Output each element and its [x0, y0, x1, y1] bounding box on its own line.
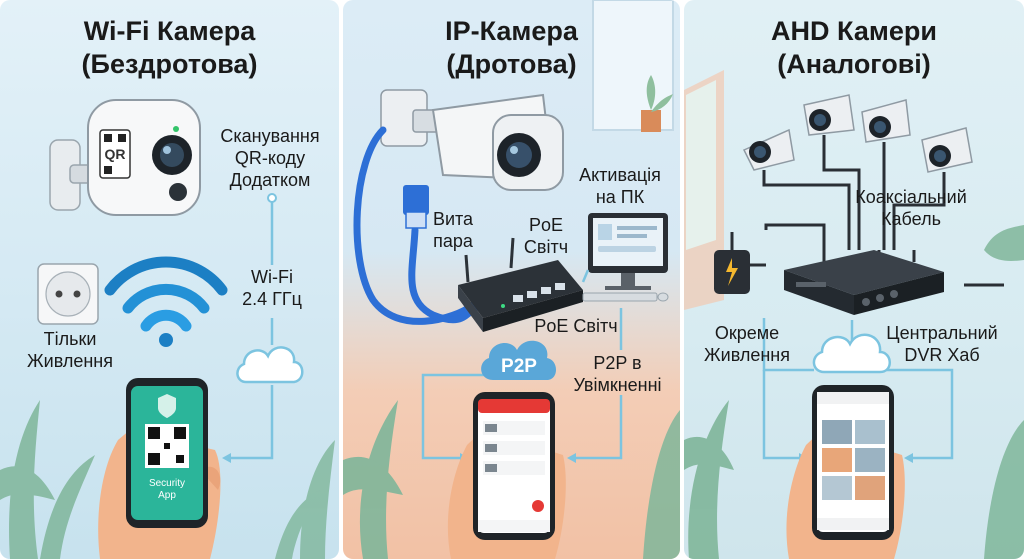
panel-ahd-cameras: AHD Камери (Аналогові) Коаксіальний Кабе…	[684, 0, 1024, 559]
ahd-camera-icon	[803, 94, 855, 136]
plant-left-icon	[684, 400, 734, 559]
label-poe-switch-top: PoE Світч	[523, 215, 569, 257]
label-twisted-pair: Вита пара	[432, 209, 474, 251]
label-poe-switch-bottom: PoE Світч	[534, 316, 618, 336]
panel-ip-camera: IP-Камера (Дротова) Вита пара PoE Світч …	[343, 0, 680, 559]
wifi-camera-icon	[87, 99, 201, 216]
panel-wifi-camera: Wi-Fi Камера (Бездротова) QR Сканування …	[0, 0, 339, 559]
ip-camera-icon	[431, 93, 564, 191]
pc-monitor-icon	[582, 213, 669, 302]
ahd-camera-icon	[861, 99, 911, 143]
p2p-bubble-label: P2P	[501, 356, 537, 377]
panel-title-line1: AHD Камери	[771, 16, 937, 46]
smartphone-icon	[126, 378, 208, 528]
cloud-icon	[236, 346, 304, 384]
plant-icon	[343, 400, 403, 559]
panel-title-line2: (Бездротова)	[81, 49, 258, 79]
panel-title-line2: (Аналогові)	[777, 49, 931, 79]
ahd-camera-icon	[921, 127, 973, 173]
dvr-box-icon	[784, 250, 944, 315]
smartphone-icon	[473, 392, 555, 540]
smartphone-icon	[812, 385, 894, 540]
qr-label: QR	[104, 146, 126, 162]
plant-right-icon	[984, 225, 1024, 559]
power-socket-icon	[37, 263, 99, 325]
rj45-connector-icon	[403, 185, 429, 229]
ahd-cameras-illustration	[684, 70, 1024, 559]
poe-switch-icon	[458, 237, 583, 332]
wifi-signal-icon	[104, 256, 228, 347]
plant-left-icon	[0, 400, 95, 559]
panel-title-line1: IP-Камера	[445, 16, 578, 46]
wifi-camera-illustration	[0, 99, 335, 559]
label-p2p-enabled: P2P в Увімкненні	[573, 353, 662, 395]
p2p-cloud-icon	[481, 340, 556, 380]
plant-right-icon	[275, 440, 335, 559]
label-separate-power: Окреме Живлення	[704, 323, 790, 365]
ip-camera-illustration	[343, 0, 680, 559]
label-scan-qr: Сканування QR-коду Додатком	[220, 126, 320, 190]
camera-mount-icon	[380, 89, 442, 147]
ahd-camera-icon	[742, 128, 795, 171]
label-central-dvr: Центральний DVR Хаб	[886, 323, 998, 365]
label-wifi-band: Wi-Fi 2.4 ГГц	[242, 267, 302, 309]
panel-title-line2: (Дротова)	[446, 49, 577, 79]
cloud-icon	[812, 333, 891, 374]
label-pc-activation: Активація на ПК	[579, 165, 661, 207]
label-coax-cable: Коаксіальний Кабель	[855, 187, 967, 229]
label-power-only: Тільки Живлення	[27, 329, 113, 371]
window-plant-icon	[641, 75, 673, 132]
power-adapter-icon	[714, 232, 766, 294]
phone-app-name: Security App	[148, 478, 186, 501]
panel-title-line1: Wi-Fi Камера	[83, 16, 256, 46]
